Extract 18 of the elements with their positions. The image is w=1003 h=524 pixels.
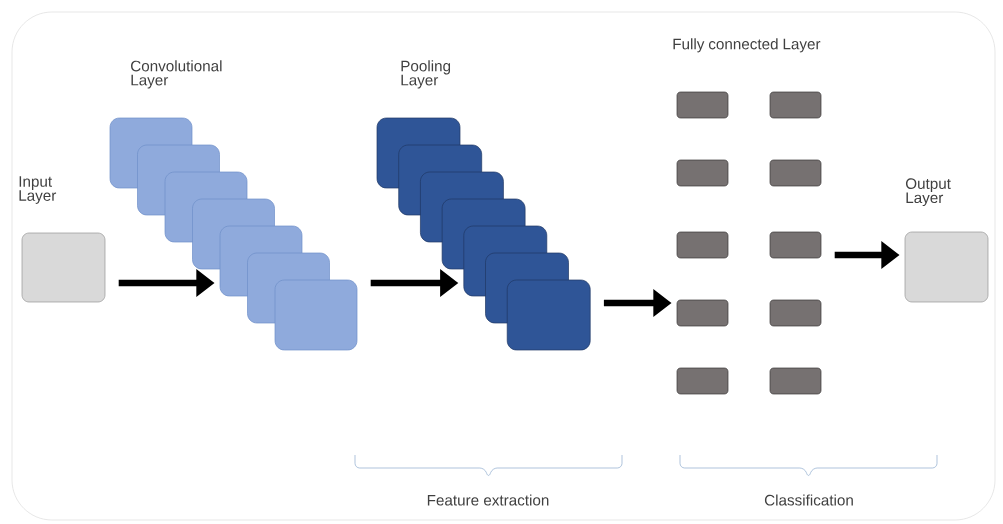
neuron-box: [676, 231, 729, 259]
neuron-box: [769, 159, 822, 187]
feature-map-square: [506, 279, 591, 351]
feature-map-square: [274, 279, 358, 351]
neuron-box: [676, 367, 729, 395]
neuron-box: [769, 91, 822, 119]
section-label: Feature extraction: [427, 494, 549, 506]
neuron-box: [676, 159, 729, 187]
neuron-box: [769, 231, 822, 259]
section-label: Classification: [764, 494, 853, 506]
neuron-box: [676, 299, 729, 327]
neuron-box: [769, 367, 822, 395]
layer-label: Input Layer: [19, 176, 57, 204]
layer-label: Convolutional Layer: [131, 60, 222, 89]
layer-label: Output Layer: [905, 178, 951, 207]
neuron-box: [769, 299, 822, 327]
layer-label: Pooling Layer: [401, 60, 451, 89]
layer-label: Fully connected Layer: [673, 38, 821, 53]
